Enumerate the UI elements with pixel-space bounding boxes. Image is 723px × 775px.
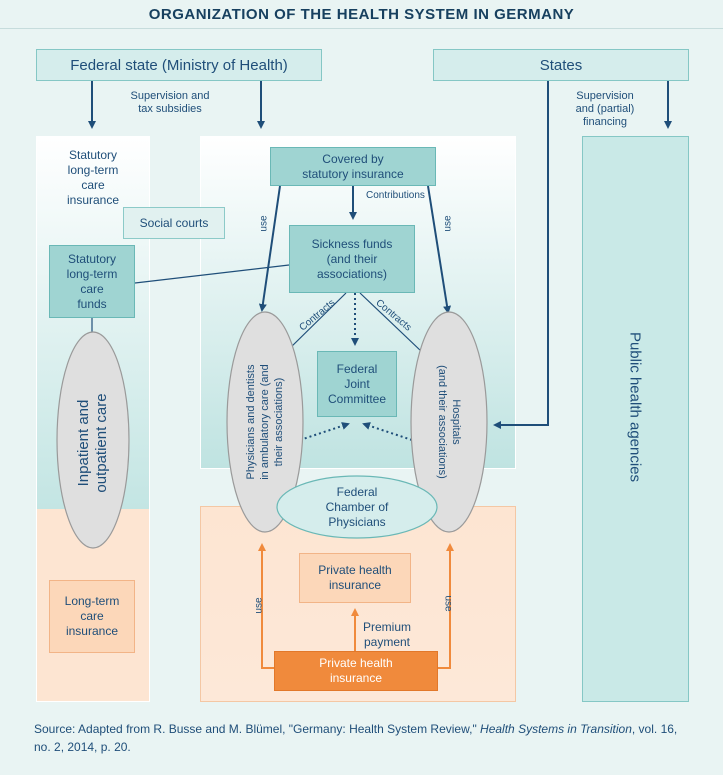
states-label: States [539,56,583,74]
use-arrow-physicians [258,185,281,312]
use-label-right: use [442,215,454,232]
contributions-label: Contributions [366,190,425,201]
federal-chamber-ellipse [276,475,438,539]
physicians-to-committee-dotted [299,422,350,441]
source-italic-title: Health Systems in Transition [480,722,632,736]
private-insurance-bottom-label: Private health insurance [319,656,393,685]
federal-chamber-label: Federal Chamber of Physicians [325,484,389,529]
hospitals-label: Hospitals (and their associations) [436,365,462,479]
supervision-financing-label: Supervision and (partial) financing [575,90,635,128]
covered-statutory-label: Covered by statutory insurance [302,151,404,181]
private-use-arrow-physicians [258,543,275,669]
sickness-funds-box: Sickness funds (and their associations) [289,225,415,293]
federal-joint-committee-label: Federal Joint Committee [327,361,386,406]
private-insurance-top-label: Private health insurance [318,563,392,592]
private-use-label-right: use [442,595,454,612]
diagram-title: ORGANIZATION OF THE HEALTH SYSTEM IN GER… [148,6,575,23]
title-divider [0,28,723,29]
private-insurance-top-box: Private health insurance [299,553,411,603]
private-use-arrow-hospitals [437,543,454,669]
physicians-ellipse [226,311,304,533]
statutory-ltc-funds-label: Statutory long-term care funds [66,251,118,311]
ltc-insurance-label: Long-term care insurance [64,594,120,638]
social-courts-box: Social courts [123,207,225,239]
hospitals-to-committee-dotted [362,422,413,441]
source-suffix: , vol. 16, no. 2, 2014, p. 20. [34,722,678,754]
statutory-ltc-funds-box: Statutory long-term care funds [49,245,135,318]
source-prefix: Source: Adapted from R. Busse and M. Blü… [34,722,481,736]
use-arrow-hospitals [427,185,452,314]
inpatient-outpatient-ellipse [56,331,130,549]
hospitals-ellipse [410,311,488,533]
use-label-left: use [258,215,270,232]
public-health-panel [582,136,689,702]
inpatient-outpatient-label: Inpatient and outpatient care [75,393,110,493]
source-note: Source: Adapted from R. Busse and M. Blü… [34,720,694,756]
covered-statutory-box: Covered by statutory insurance [270,147,436,186]
federal-state-box: Federal state (Ministry of Health) [36,49,322,81]
states-to-hospitals-arrow [493,81,549,429]
sickness-funds-label: Sickness funds (and their associations) [311,236,393,281]
statutory-ltc-insurance-label: Statutory long-term care insurance [66,148,120,207]
ltc-insurance-box: Long-term care insurance [49,580,135,653]
federal-joint-committee-box: Federal Joint Committee [317,351,397,417]
private-use-label-left: use [253,597,265,614]
private-insurance-bottom-box: Private health insurance [274,651,438,691]
contract-line-physicians [285,292,347,353]
states-box: States [433,49,689,81]
physicians-dentists-label: Physicians and dentists in ambulatory ca… [245,364,285,480]
public-health-label: Public health agencies [627,331,644,483]
premium-payment-label: Premium payment [362,620,411,649]
sickness-to-ltc-funds-line [134,264,290,284]
social-courts-label: Social courts [139,215,209,230]
contract-line-hospitals [359,292,423,353]
federal-state-label: Federal state (Ministry of Health) [70,56,288,74]
supervision-tax-label: Supervision and tax subsidies [130,90,210,115]
